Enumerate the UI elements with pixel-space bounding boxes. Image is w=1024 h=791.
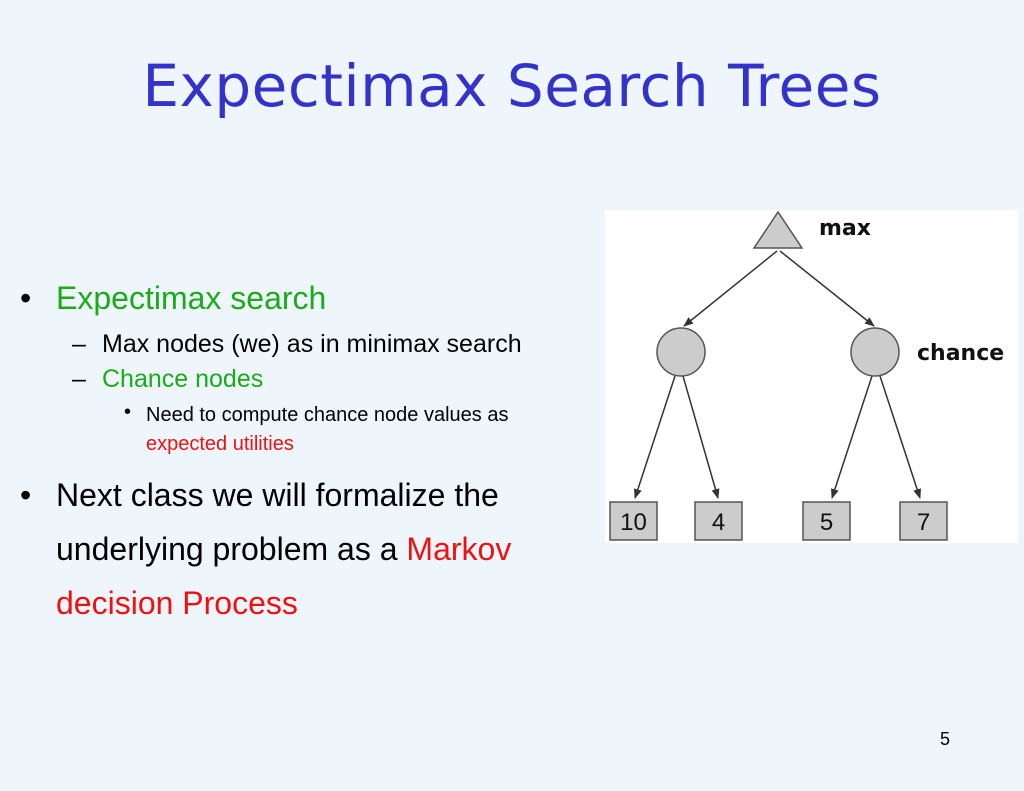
chance-node-label: chance: [917, 341, 1004, 366]
bullet-marker: •: [124, 401, 132, 423]
leaf-value-1: 10: [620, 509, 647, 536]
slide-title: Expectimax Search Trees: [142, 52, 882, 120]
expectimax-tree-diagram: max chance 10 4 5 7: [605, 210, 1018, 543]
leaf-box-4: [899, 501, 948, 541]
page-number: 5: [940, 729, 951, 749]
bullet-text: Next class we will formalize the underly…: [56, 477, 499, 567]
sub-sub-bullet-expected-utilities: • Need to compute chance node values as …: [124, 401, 508, 459]
edge-left-leaf-1: [634, 375, 676, 499]
bullet-marker: •: [20, 477, 32, 513]
leaf-value-3: 5: [820, 509, 833, 536]
leaf-value-2: 4: [712, 509, 725, 536]
dash-marker: –: [72, 330, 86, 358]
bullet-next-class: • Next class we will formalize the under…: [20, 468, 596, 630]
max-node-triangle: [752, 210, 804, 249]
chance-node-right: [850, 327, 900, 377]
bullet-expectimax-search: • Expectimax search: [20, 280, 326, 317]
sub-bullet-text: Max nodes (we) as in minimax search: [102, 330, 522, 358]
edge-root-left: [683, 250, 778, 327]
sub-sub-bullet-highlight: expected utilities: [146, 433, 294, 455]
edge-right-leaf-1: [831, 375, 873, 499]
edge-right-leaf-2: [879, 375, 921, 499]
bullet-highlight: Markov decision Process: [56, 531, 512, 621]
sub-bullet-text: Chance nodes: [102, 365, 264, 393]
leaf-value-4: 7: [917, 509, 930, 536]
sub-bullet-chance-nodes: – Chance nodes: [72, 365, 263, 394]
leaf-box-2: [694, 501, 743, 541]
leaf-box-1: [609, 501, 658, 541]
bullet-text: Expectimax search: [56, 280, 327, 316]
sub-sub-bullet-text: Need to compute chance node values as: [146, 404, 509, 426]
dash-marker: –: [72, 365, 86, 393]
max-node-label: max: [819, 216, 871, 241]
chance-node-left: [656, 327, 706, 377]
sub-bullet-max-nodes: – Max nodes (we) as in minimax search: [72, 330, 522, 359]
leaf-box-3: [802, 501, 851, 541]
bullet-marker: •: [20, 280, 32, 316]
edge-left-leaf-2: [682, 375, 720, 499]
edge-root-right: [779, 250, 875, 327]
